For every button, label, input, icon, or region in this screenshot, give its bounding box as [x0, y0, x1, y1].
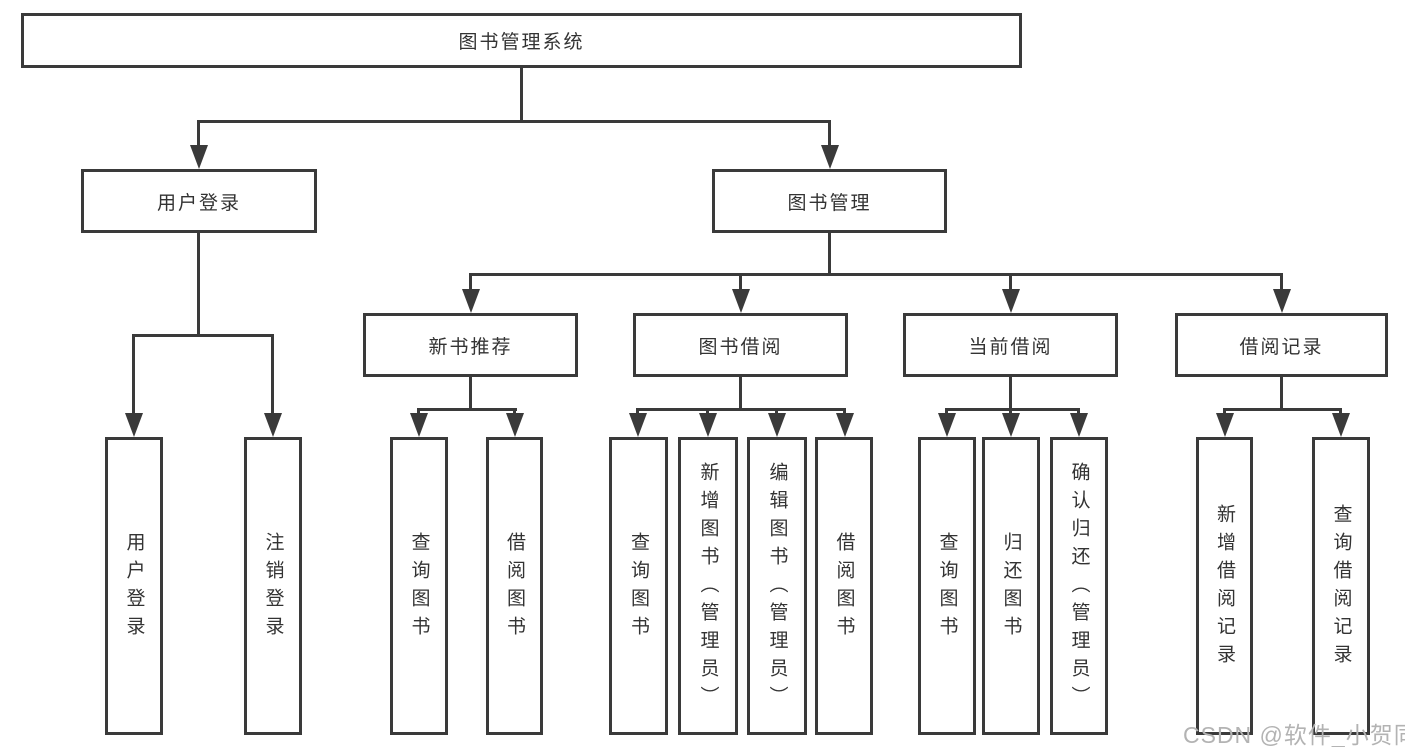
connector-root-stem [520, 68, 523, 123]
leaf-records-query-record: 查询借阅记录 [1312, 437, 1370, 735]
arrow-down-icon [821, 145, 839, 169]
leaf-user-login: 用户登录 [105, 437, 163, 735]
connector-arrow-stem [1009, 273, 1012, 293]
arrow-down-icon [1332, 413, 1350, 437]
node-root: 图书管理系统 [21, 13, 1022, 68]
node-borrow-records: 借阅记录 [1175, 313, 1388, 377]
connector-arrow-stem [1280, 273, 1283, 293]
connector-records-stem [1280, 377, 1283, 411]
arrow-down-icon [410, 413, 428, 437]
connector-arrow-stem [1009, 408, 1012, 416]
connector-arrow-stem [197, 120, 200, 148]
arrow-down-icon [1216, 413, 1234, 437]
node-user-login: 用户登录 [81, 169, 317, 233]
arrow-down-icon [264, 413, 282, 437]
connector-current-stem [1009, 377, 1012, 411]
leaf-current-confirm-return-admin: 确认归还（管理员） [1050, 437, 1108, 735]
arrow-down-icon [1070, 413, 1088, 437]
connector-recommend-stem [469, 377, 472, 411]
connector-arrow-stem [706, 408, 709, 416]
leaf-current-return-books: 归还图书 [982, 437, 1040, 735]
leaf-recommend-query-books: 查询图书 [390, 437, 448, 735]
arrow-down-icon [1273, 289, 1291, 313]
connector-current-rail [945, 408, 1080, 411]
arrow-down-icon [629, 413, 647, 437]
connector-arrow-stem [843, 408, 846, 416]
connector-arrow-stem [775, 408, 778, 416]
connector-userlogin-stem [197, 233, 200, 337]
leaf-records-add-record: 新增借阅记录 [1196, 437, 1253, 735]
arrow-down-icon [462, 289, 480, 313]
connector-arrow-stem [1339, 408, 1342, 416]
leaf-logout-login: 注销登录 [244, 437, 302, 735]
connector-arrow-stem [469, 273, 472, 293]
leaf-recommend-borrow-books: 借阅图书 [486, 437, 543, 735]
connector-arrow-stem [1223, 408, 1226, 416]
arrow-down-icon [768, 413, 786, 437]
connector-arrow-stem [828, 120, 831, 148]
connector-arrow-stem [945, 408, 948, 416]
leaf-borrow-query-books: 查询图书 [609, 437, 668, 735]
connector-arrow-stem [513, 408, 516, 416]
connector-userlogin-rail [132, 334, 274, 337]
arrow-down-icon [938, 413, 956, 437]
leaf-current-query-books: 查询图书 [918, 437, 976, 735]
connector-bookmgmt-stem [828, 233, 831, 276]
connector-arrow-stem [271, 334, 274, 416]
node-current-borrow: 当前借阅 [903, 313, 1118, 377]
node-new-book-recommend: 新书推荐 [363, 313, 578, 377]
connector-records-rail [1223, 408, 1342, 411]
arrow-down-icon [836, 413, 854, 437]
arrow-down-icon [506, 413, 524, 437]
connector-arrow-stem [132, 334, 135, 416]
connector-arrow-stem [636, 408, 639, 416]
arrow-down-icon [125, 413, 143, 437]
leaf-borrow-edit-books-admin: 编辑图书（管理员） [747, 437, 807, 735]
arrow-down-icon [699, 413, 717, 437]
connector-arrow-stem [1077, 408, 1080, 416]
arrow-down-icon [1002, 413, 1020, 437]
node-book-borrow: 图书借阅 [633, 313, 848, 377]
connector-borrow-rail [636, 408, 846, 411]
arrow-down-icon [190, 145, 208, 169]
csdn-watermark: CSDN @软件_小贺同学 [1183, 722, 1405, 747]
connector-arrow-stem [417, 408, 420, 416]
arrow-down-icon [732, 289, 750, 313]
leaf-borrow-add-books-admin: 新增图书（管理员） [678, 437, 738, 735]
connector-borrow-stem [739, 377, 742, 411]
connector-bookmgmt-rail [469, 273, 1283, 276]
node-book-management: 图书管理 [712, 169, 947, 233]
connector-recommend-rail [417, 408, 517, 411]
connector-arrow-stem [739, 273, 742, 293]
connector-root-rail [197, 120, 831, 123]
leaf-borrow-borrow-books: 借阅图书 [815, 437, 873, 735]
arrow-down-icon [1002, 289, 1020, 313]
